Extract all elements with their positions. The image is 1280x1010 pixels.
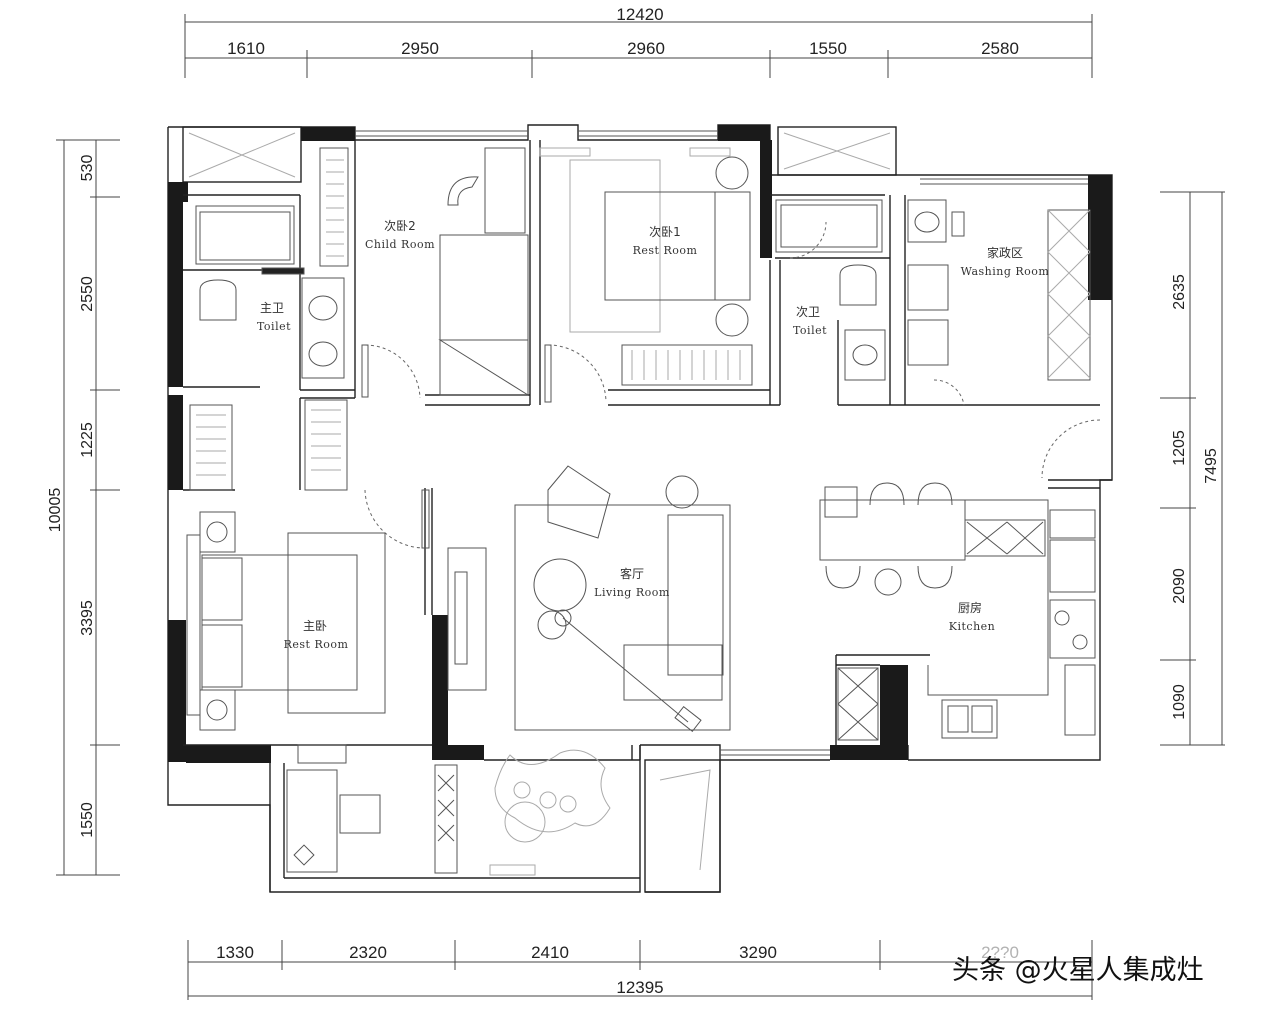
- bedroom1-label-en: Rest Room: [633, 244, 698, 257]
- left-dim-3: 1225: [79, 422, 96, 458]
- exterior-walls: [167, 124, 1113, 893]
- door-leaves: [361, 344, 552, 549]
- top-dim-2: 2950: [401, 39, 439, 58]
- bottom-dim-2: 2320: [349, 943, 387, 962]
- kitchen-label-zh: 厨房: [958, 600, 982, 615]
- master-toilet-label-en: Toilet: [257, 320, 291, 333]
- bottom-dim-5: 2??0: [981, 943, 1019, 962]
- left-total-dim: 10005: [47, 488, 64, 533]
- top-dim-5: 2580: [981, 39, 1019, 58]
- bedroom1-label-zh: 次卧1: [649, 225, 681, 239]
- master-toilet-fixtures: [195, 205, 345, 379]
- left-dim-2: 2550: [79, 276, 96, 312]
- bedroom1-furniture: [539, 147, 751, 337]
- wardrobes: [189, 147, 1091, 491]
- balcony-decor: [489, 749, 611, 876]
- bottom-dimension-lines: [187, 940, 1093, 1000]
- dining-furniture: [819, 482, 966, 596]
- right-dimension-lines: [1160, 191, 1225, 746]
- top-total-dim: 12420: [616, 5, 663, 24]
- top-dim-4: 1550: [809, 39, 847, 58]
- second-toilet-fixtures: [775, 199, 886, 381]
- windows: [171, 130, 1088, 756]
- bottom-dim-3: 2410: [531, 943, 569, 962]
- top-dimension-lines: [184, 14, 1093, 78]
- right-total-dim: 7495: [1203, 448, 1220, 484]
- right-dim-1: 2635: [1171, 274, 1188, 310]
- kitchen-fixtures: [837, 499, 1096, 741]
- left-dimension-lines: [56, 139, 120, 876]
- bottom-dim-4: 3290: [739, 943, 777, 962]
- watermark-text: 头条 @火星人集成灶: [952, 955, 1204, 986]
- laundry-label-zh: 家政区: [987, 245, 1023, 260]
- kitchen-label-en: Kitchen: [949, 620, 996, 633]
- child-room-label-zh: 次卧2: [384, 219, 416, 233]
- living-room-label-en: Living Room: [594, 586, 670, 599]
- bottom-dim-1: 1330: [216, 943, 254, 962]
- second-toilet-label-zh: 次卫: [796, 305, 820, 319]
- door-swings: [364, 221, 1101, 549]
- child-room-furniture: [438, 147, 529, 396]
- top-dim-1: 1610: [227, 39, 265, 58]
- balcony-window-boxes: [188, 132, 891, 871]
- bottom-total-dim: 12395: [616, 978, 663, 997]
- master-bedroom-furniture: [186, 511, 458, 874]
- right-dim-2: 1205: [1171, 430, 1188, 466]
- left-dim-5: 1550: [79, 802, 96, 838]
- second-toilet-label-en: Toilet: [793, 324, 827, 337]
- laundry-label-en: Washing Room: [961, 265, 1050, 278]
- study-furniture: [286, 744, 381, 873]
- master-bedroom-label-zh: 主卧: [303, 619, 327, 633]
- left-dim-4: 3395: [79, 600, 96, 636]
- right-dim-4: 1090: [1171, 684, 1188, 720]
- top-dim-3: 2960: [627, 39, 665, 58]
- laundry-fixtures: [907, 199, 965, 366]
- living-room-label-zh: 客厅: [620, 566, 644, 581]
- left-dim-1: 530: [79, 155, 96, 182]
- wall-columns: [168, 125, 1112, 763]
- child-room-label-en: Child Room: [365, 238, 435, 251]
- right-dim-3: 2090: [1171, 568, 1188, 604]
- living-room-furniture: [447, 465, 731, 732]
- master-toilet-label-zh: 主卫: [260, 301, 284, 315]
- wardrobe-hangers: [196, 159, 1091, 476]
- master-bedroom-label-en: Rest Room: [284, 638, 349, 651]
